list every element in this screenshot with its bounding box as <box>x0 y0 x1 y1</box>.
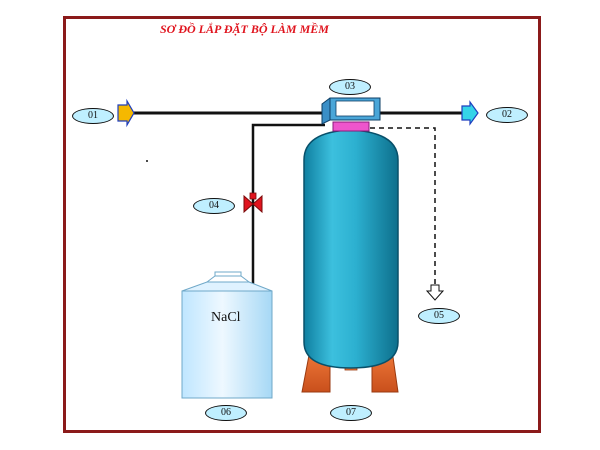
softener-tank <box>303 129 399 369</box>
label-inlet: 01 <box>72 108 114 124</box>
label-drain: 05 <box>418 308 460 324</box>
salt-tank <box>181 271 273 399</box>
label-outlet: 02 <box>486 107 528 123</box>
drain-arrow-icon <box>425 284 445 301</box>
tank-neck <box>332 121 370 132</box>
inlet-arrow-icon <box>117 98 135 128</box>
label-softener-tank: 07 <box>330 405 372 421</box>
diagram-title: SƠ ĐỒ LẮP ĐẶT BỘ LÀM MỀM <box>160 22 329 36</box>
diagram-frame <box>63 16 541 433</box>
brine-valve-icon <box>243 192 263 214</box>
control-valve-icon <box>321 97 381 125</box>
salt-tank-label: NaCl <box>211 310 241 325</box>
drain-line <box>370 127 436 290</box>
outlet-arrow-icon <box>461 100 479 126</box>
label-salt-tank: 06 <box>205 405 247 421</box>
label-control-valve: 03 <box>329 79 371 95</box>
stray-dot <box>146 160 148 162</box>
label-brine-valve: 04 <box>193 198 235 214</box>
brine-line <box>251 123 325 290</box>
